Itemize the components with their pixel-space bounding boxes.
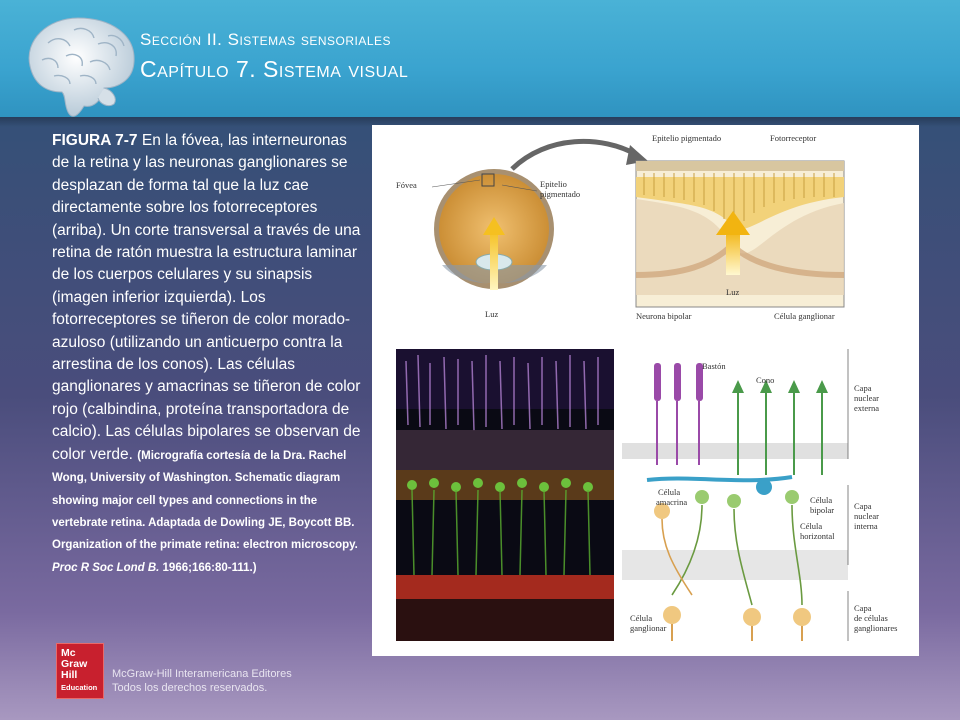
credit-journal: Proc R Soc Lond B. xyxy=(52,561,160,574)
label-luz-left: Luz xyxy=(485,309,498,319)
label-capa-int-3: interna xyxy=(854,521,878,531)
publisher-name: McGraw-Hill Interamericana Editores xyxy=(112,668,292,680)
label-celula-ganglionar-2: ganglionar xyxy=(630,623,667,633)
label-celula-horizontal-2: horizontal xyxy=(800,531,835,541)
caption-credit: (Micrografía cortesía de la Dra. Rachel … xyxy=(52,450,358,574)
label-fovea: Fóvea xyxy=(396,180,417,190)
figure-label: FIGURA 7-7 xyxy=(52,132,138,149)
label-capa-ext-2: nuclear xyxy=(854,393,879,403)
label-cono: Cono xyxy=(756,375,774,385)
label-epitelio-left-2: pigmentado xyxy=(540,189,580,199)
rights-notice: Todos los derechos reservados. xyxy=(112,682,268,694)
label-neurona-bipolar: Neurona bipolar xyxy=(636,311,692,321)
retina-illustration: Fóvea Epitelio pigmentado Luz xyxy=(396,133,897,641)
eye-diagram xyxy=(431,169,554,290)
label-celula-bipolar-1: Célula xyxy=(810,495,832,505)
header-bar xyxy=(0,0,960,117)
logo-line-2: Graw xyxy=(61,658,88,670)
zoom-arrow xyxy=(510,138,639,171)
chapter-title: Capítulo 7. Sistema visual xyxy=(140,56,409,82)
label-celula-amacrina-1: Célula xyxy=(658,487,680,497)
label-celula-amacrina-2: amacrina xyxy=(656,497,687,507)
mcgraw-hill-logo: Mc Graw Hill Education xyxy=(56,643,104,699)
label-epitelio-top: Epitelio pigmentado xyxy=(652,133,721,143)
label-celula-bipolar-2: bipolar xyxy=(810,505,834,515)
micrograph xyxy=(396,349,614,641)
retina-schematic xyxy=(622,349,849,641)
brain-icon xyxy=(28,17,135,117)
logo-line-1: Mc xyxy=(61,647,76,659)
retina-figure: Fóvea Epitelio pigmentado Luz xyxy=(372,125,919,656)
label-celula-horizontal-1: Célula xyxy=(800,521,822,531)
logo-line-4: Education xyxy=(61,683,98,692)
logo-line-3: Hill xyxy=(61,669,78,681)
label-capa-gang-3: ganglionares xyxy=(854,623,897,633)
label-celula-ganglionar-top: Célula ganglionar xyxy=(774,311,835,321)
label-celula-ganglionar-1: Célula xyxy=(630,613,652,623)
figure-caption: FIGURA 7-7 En la fóvea, las interneurona… xyxy=(52,130,362,578)
credit-text: (Micrografía cortesía de la Dra. Rachel … xyxy=(52,449,358,552)
label-capa-ext-3: externa xyxy=(854,403,879,413)
caption-text: En la fóvea, las interneuronas de la ret… xyxy=(52,132,361,463)
label-capa-ext-1: Capa xyxy=(854,383,872,393)
label-capa-gang-1: Capa xyxy=(854,603,872,613)
label-baston: Bastón xyxy=(702,361,726,371)
header-shadow xyxy=(0,117,960,127)
label-fotorreceptor: Fotorreceptor xyxy=(770,133,816,143)
label-capa-int-2: nuclear xyxy=(854,511,879,521)
label-luz-right: Luz xyxy=(726,287,739,297)
label-capa-gang-2: de células xyxy=(854,613,888,623)
section-title: Sección II. Sistemas sensoriales xyxy=(140,30,392,49)
fovea-detail xyxy=(635,160,845,308)
credit-citation: 1966;166:80-111.) xyxy=(159,561,257,574)
label-epitelio-left-1: Epitelio xyxy=(540,179,567,189)
label-capa-int-1: Capa xyxy=(854,501,872,511)
